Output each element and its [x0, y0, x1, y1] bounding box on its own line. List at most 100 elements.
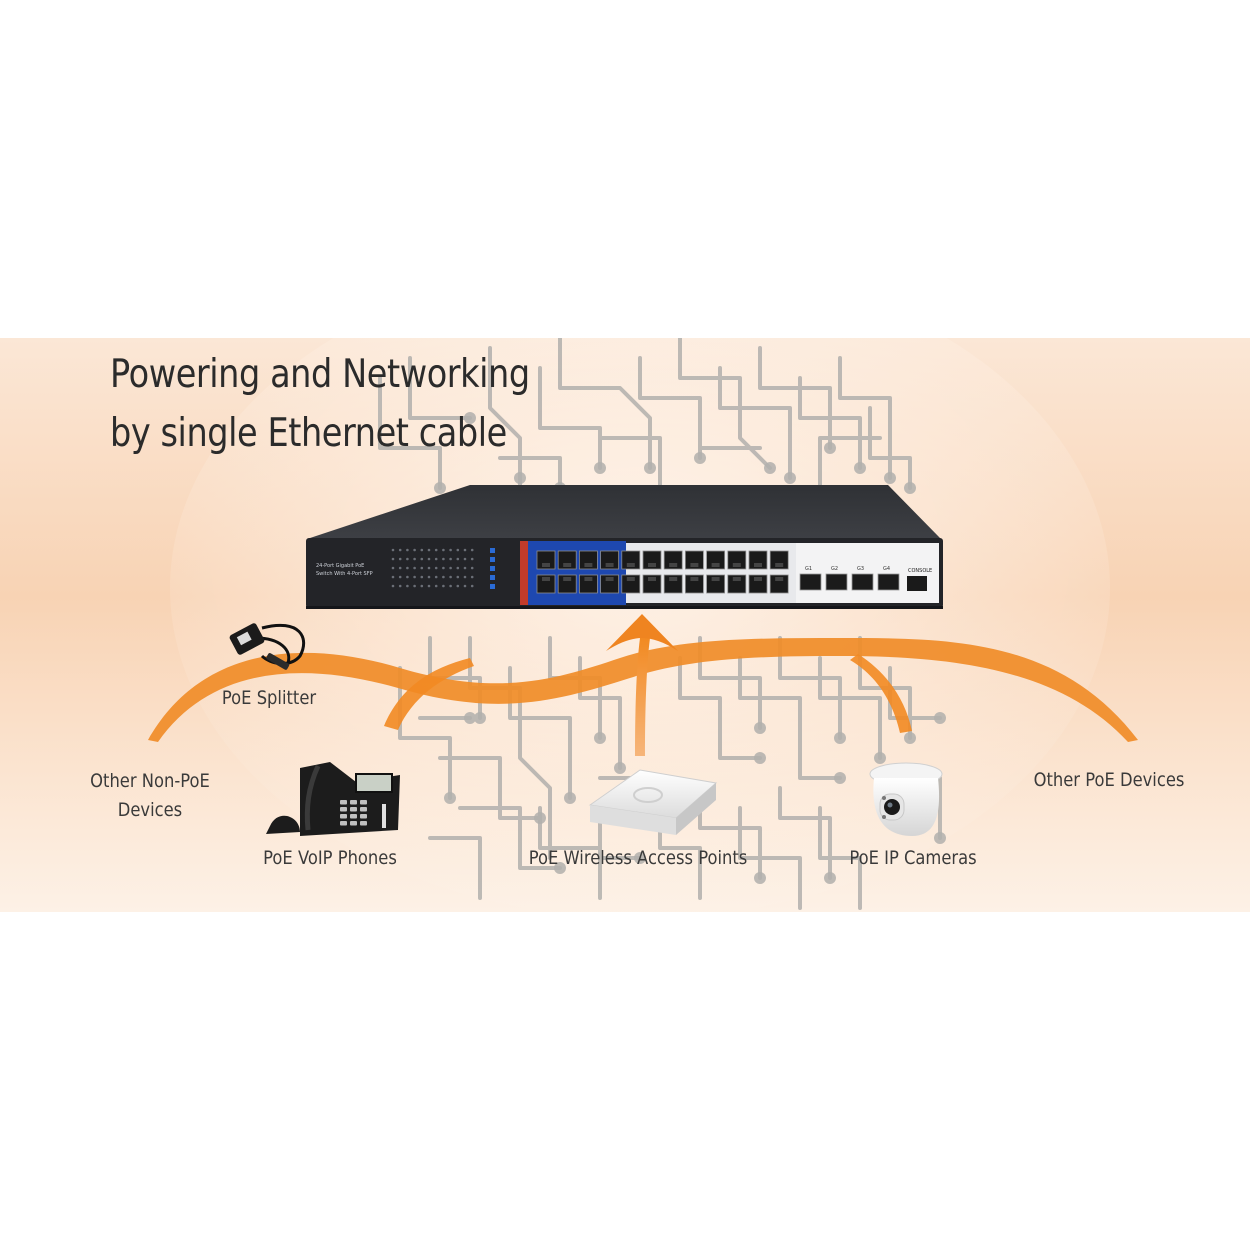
rj45-port: [579, 550, 598, 570]
status-led: [449, 557, 452, 561]
status-led: [463, 548, 467, 552]
rj45-port-latch: [563, 577, 572, 581]
sfp-port: [825, 573, 848, 591]
rj45-port: [621, 550, 641, 570]
status-led: [442, 575, 445, 579]
status-led: [391, 566, 395, 570]
status-led: [434, 575, 438, 579]
rj45-port-grid: [536, 550, 789, 594]
rj45-port-latch: [626, 577, 635, 581]
status-led: [449, 548, 452, 552]
rj45-port-latch: [732, 577, 741, 581]
headline-line-2: by single Ethernet cable: [110, 411, 507, 456]
poe-splitter-icon: [229, 623, 306, 670]
status-led: [406, 575, 409, 579]
phone-key: [360, 821, 367, 826]
label-poe-voip-phones: PoE VoIP Phones: [263, 847, 397, 869]
status-led: [398, 566, 402, 570]
rj45-port: [685, 550, 704, 570]
status-led: [434, 584, 438, 588]
rj45-port-latch: [648, 563, 656, 567]
sfp-port: [877, 573, 900, 591]
status-led: [456, 575, 460, 579]
rj45-port-latch: [732, 563, 741, 567]
status-led: [420, 557, 424, 561]
status-led: [413, 566, 416, 570]
rj45-port: [663, 550, 683, 570]
rj45-port-latch: [754, 577, 762, 581]
rj45-port-latch: [754, 563, 762, 567]
rj45-port-latch: [542, 563, 550, 567]
status-led: [470, 548, 474, 552]
status-led: [427, 575, 431, 579]
status-led: [434, 557, 438, 561]
rj45-port: [769, 550, 789, 570]
dip-switch: [490, 548, 495, 553]
status-led: [406, 557, 409, 561]
status-led: [413, 548, 416, 552]
label-other-poe-devices: Other PoE Devices: [1033, 769, 1185, 791]
rj45-port: [769, 574, 789, 594]
status-led: [470, 584, 474, 588]
status-led: [420, 566, 424, 570]
status-led: [442, 566, 445, 570]
status-led: [427, 584, 431, 588]
dip-switch: [490, 557, 495, 562]
status-led: [398, 584, 402, 588]
status-led: [463, 575, 467, 579]
label-other-non-poe-line-2: Devices: [117, 799, 183, 821]
status-led: [434, 566, 438, 570]
status-led: [470, 575, 474, 579]
switch-model-label-1: 24-Port Gigabit PoE: [316, 563, 364, 569]
rj45-port-latch: [690, 563, 699, 567]
network-switch-icon: 24-Port Gigabit PoE Switch With 4-Port S…: [306, 485, 943, 609]
rj45-port-latch: [669, 563, 678, 567]
status-led: [449, 566, 452, 570]
status-led: [398, 557, 402, 561]
rj45-port-latch: [542, 577, 550, 581]
label-other-non-poe-line-1: Other Non-PoE: [90, 770, 210, 792]
rj45-port-latch: [605, 577, 614, 581]
headline-line-1: Powering and Networking: [110, 352, 530, 397]
console-label: CONSOLE: [908, 568, 932, 574]
label-poe-wireless-access-points: PoE Wireless Access Points: [528, 847, 748, 869]
sfp-port-label: G3: [857, 566, 864, 572]
rj45-port: [727, 574, 747, 594]
phone-key: [350, 800, 357, 805]
wireless-access-point-icon: [588, 769, 718, 835]
phone-key: [360, 800, 367, 805]
status-led: [470, 557, 474, 561]
status-led: [413, 584, 416, 588]
sfp-port-label: G4: [883, 566, 890, 572]
rj45-port-latch: [690, 577, 699, 581]
status-led: [456, 548, 460, 552]
phone-key: [340, 800, 347, 805]
rj45-port: [557, 574, 577, 594]
poe-banner: 24-Port Gigabit PoE Switch With 4-Port S…: [0, 338, 1250, 912]
status-led: [449, 584, 452, 588]
status-led: [463, 557, 467, 561]
rj45-port: [600, 550, 619, 570]
status-led: [427, 548, 431, 552]
poe-flow-arrows: [148, 614, 1138, 756]
dome-camera-icon: [869, 762, 943, 836]
rj45-port-latch: [775, 563, 784, 567]
rj45-port-latch: [711, 563, 720, 567]
phone-key: [340, 821, 347, 826]
status-led: [442, 584, 445, 588]
status-led: [406, 566, 409, 570]
rj45-port: [600, 574, 619, 594]
status-led: [420, 575, 424, 579]
rj45-port: [727, 550, 747, 570]
status-led: [398, 575, 402, 579]
rj45-port: [642, 574, 662, 594]
sfp-port: [851, 573, 874, 591]
status-led: [442, 557, 445, 561]
status-led-grid: [391, 548, 495, 589]
rj45-port: [536, 574, 556, 594]
rj45-port-latch: [648, 577, 656, 581]
dip-switch: [490, 584, 495, 589]
rj45-port: [748, 574, 768, 594]
status-led: [456, 557, 460, 561]
label-poe-splitter: PoE Splitter: [221, 687, 317, 709]
